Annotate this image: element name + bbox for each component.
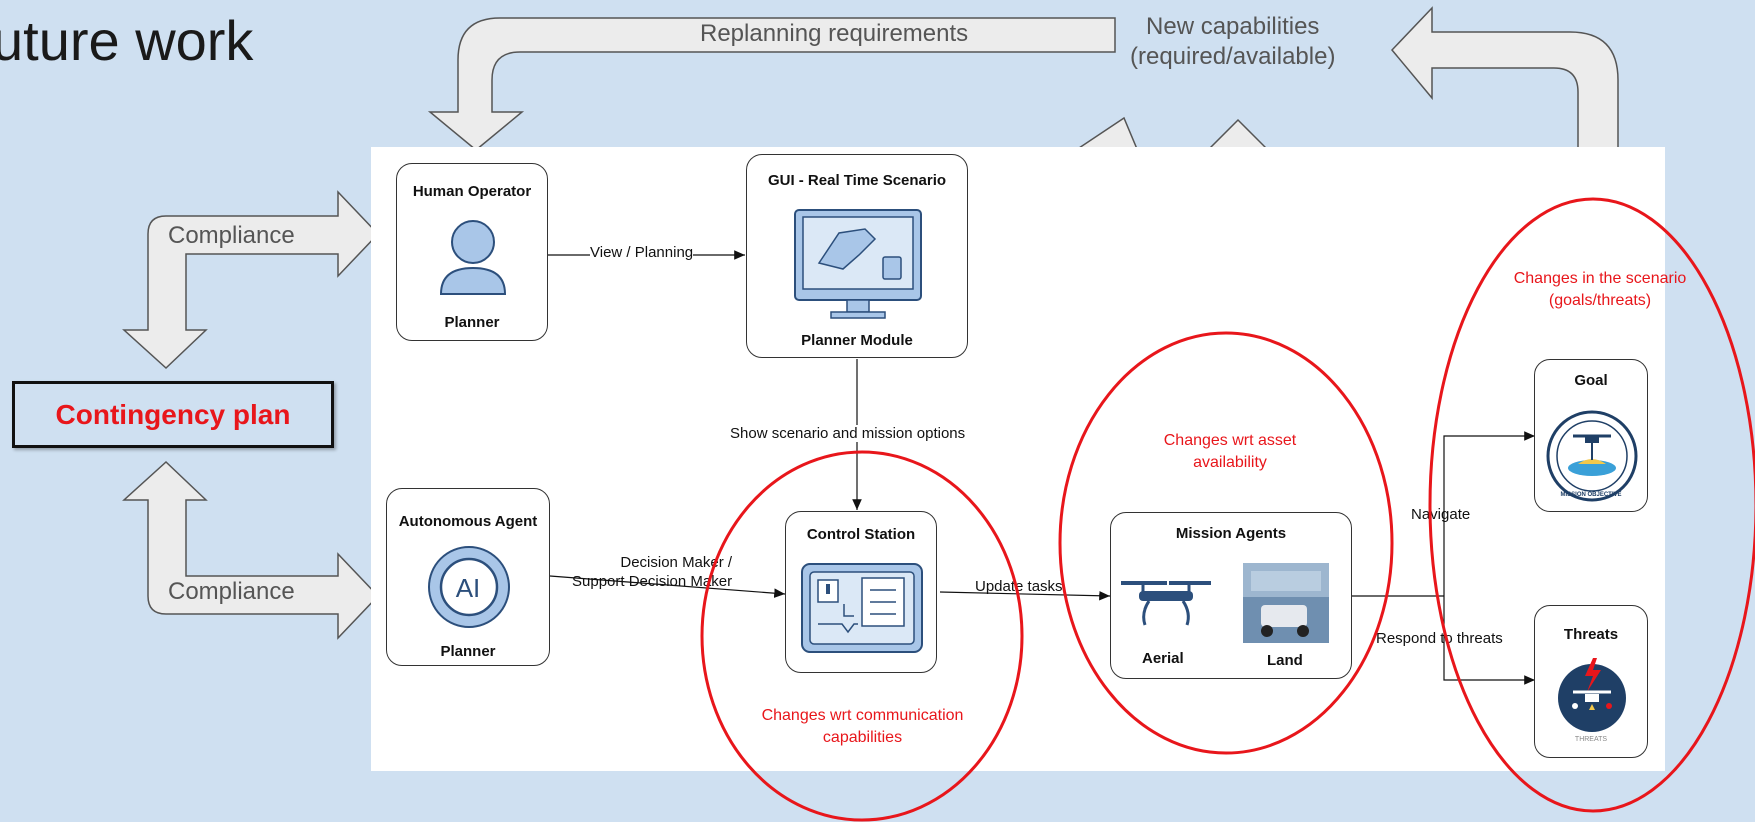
drone-icon (1121, 581, 1211, 626)
label-view-planning: View / Planning (590, 244, 694, 261)
aerial-label: Aerial (1142, 650, 1184, 667)
slide-title: uture work (0, 9, 254, 72)
edge-update-tasks (939, 590, 1111, 601)
label-navigate: Navigate (1411, 506, 1471, 523)
control-station-icon (801, 563, 923, 653)
control-station-title: Control Station (806, 526, 916, 543)
human-operator-title: Human Operator (412, 183, 532, 200)
threats-badge-icon (1558, 658, 1626, 732)
asset-ellipse (1058, 331, 1394, 755)
replanning-label: Replanning requirements (700, 20, 969, 47)
communication-note-1: Changes wrt communication (761, 707, 964, 724)
label-decision-maker: Decision Maker / Support Decision Maker (572, 554, 732, 592)
edge-navigate (1443, 431, 1535, 596)
ai-icon (428, 546, 510, 628)
asset-note: Changes wrt asset availability (1130, 430, 1330, 475)
compliance-bottom-label: Compliance (168, 578, 295, 605)
label-decision-maker-2: Support Decision Maker (572, 572, 733, 590)
land-robot-image (1243, 563, 1329, 643)
label-update-tasks: Update tasks (975, 578, 1063, 595)
compliance-bottom-arrow (122, 460, 380, 640)
communication-note-2: capabilities (822, 729, 903, 747)
scenario-note-2: (goals/threats) (1548, 292, 1652, 310)
capabilities-return-arrow (1390, 6, 1619, 183)
label-show-scenario: Show scenario and mission options (730, 425, 966, 442)
asset-note-1: Changes wrt asset (1163, 432, 1297, 449)
contingency-plan-box: Contingency plan (12, 381, 334, 448)
goal-title: Goal (1574, 372, 1608, 389)
compliance-top-label: Compliance (168, 222, 295, 249)
scenario-ellipse (1428, 197, 1755, 813)
new-capabilities-label: New capabilities (required/available) (1130, 12, 1335, 72)
person-icon (439, 220, 507, 295)
communication-ellipse (700, 450, 1024, 822)
asset-note-2: availability (1193, 454, 1267, 472)
land-label: Land (1267, 652, 1303, 669)
node-threats: Threats THREATS (1534, 605, 1648, 758)
threats-title: Threats (1563, 626, 1619, 643)
mission-agents-title: Mission Agents (1175, 525, 1287, 542)
mission-objective-badge-icon (1546, 410, 1638, 502)
diagram-panel (371, 147, 1665, 771)
mission-agents-icons (1121, 563, 1329, 643)
goal-badge-text: MISSION OBJECTIVE (1560, 492, 1622, 498)
human-operator-role: Planner (444, 314, 500, 331)
new-capabilities-line1: New capabilities (1146, 13, 1320, 40)
node-gui-real-time-scenario: GUI - Real Time Scenario Planner Module (746, 154, 968, 358)
node-human-operator: Human Operator Planner (396, 163, 548, 341)
edge-decision-maker (549, 575, 786, 598)
communication-note: Changes wrt communication capabilities (735, 705, 990, 750)
scenario-note-1: Changes in the scenario (1513, 270, 1687, 287)
label-decision-maker-1: Decision Maker / (620, 554, 733, 571)
scenario-note: Changes in the scenario (goals/threats) (1490, 268, 1710, 313)
compliance-top-arrow (122, 190, 380, 370)
ai-icon-text: AI (455, 573, 481, 603)
autonomous-agent-role: Planner (440, 643, 496, 660)
new-capabilities-line2: (required/available) (1130, 43, 1336, 70)
label-respond-threats: Respond to threats (1376, 630, 1503, 647)
autonomous-agent-title: Autonomous Agent (398, 513, 538, 530)
gui-title: GUI - Real Time Scenario (767, 172, 947, 189)
node-autonomous-agent: Autonomous Agent AI Planner (386, 488, 550, 666)
gui-role: Planner Module (801, 332, 913, 349)
node-goal: Goal MISSION OBJECTIVE (1534, 359, 1648, 512)
monitor-map-icon (794, 209, 922, 319)
node-mission-agents: Mission Agents Aerial Land (1110, 512, 1352, 679)
node-control-station: Control Station (785, 511, 937, 673)
threats-badge-text: THREATS (1574, 736, 1608, 743)
